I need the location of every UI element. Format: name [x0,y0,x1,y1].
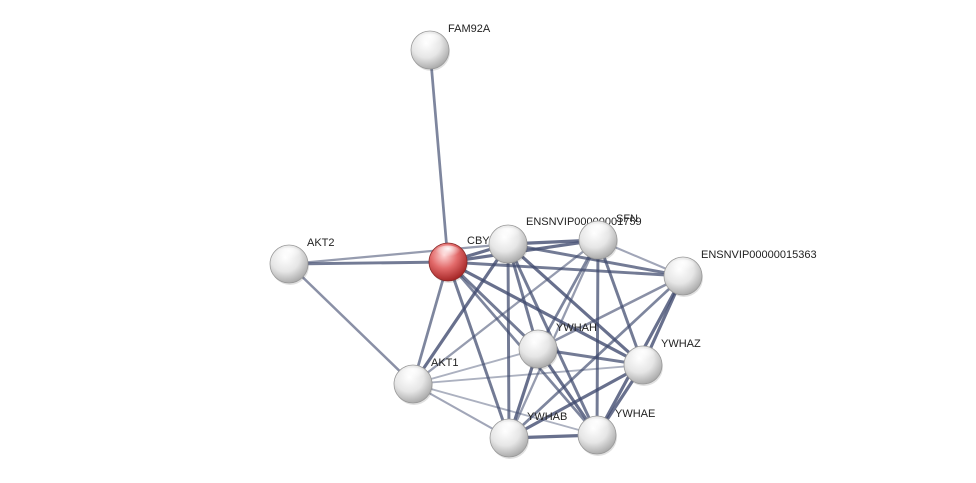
node-highlight [495,421,523,438]
edge-ensnvip_a-akt1[interactable] [411,242,510,386]
node-label: YWHAZ [661,338,701,350]
edge-cby-ywhaz[interactable] [446,260,645,367]
edge-fam92a-cby[interactable] [428,48,450,264]
node-label: ENSNVIP00000001759 [526,216,642,228]
node-label: ENSNVIP00000015363 [701,249,817,261]
edge-akt1-ywhae[interactable] [412,383,598,436]
node-ensnvip_a[interactable]: ENSNVIP00000001759 [488,216,642,265]
node-akt2[interactable]: AKT2 [269,237,335,285]
node-highlight [629,348,657,365]
node-label: SFN [616,213,638,225]
edge-ywhaz-akt1[interactable] [412,364,644,385]
node-label: AKT1 [431,357,459,369]
node-ywhae[interactable]: YWHAE [577,408,655,456]
edge-akt2-ensnvip_a[interactable] [287,242,510,266]
node-highlight [669,259,697,276]
edge-ensnvip_b-ywhah[interactable] [536,274,685,351]
node-cby[interactable]: CBY [428,235,490,283]
node-fam92a[interactable]: FAM92A [410,23,491,71]
node-label: AKT2 [307,237,335,249]
edge-sfn-ywhah[interactable] [536,238,600,351]
node-label: YWHAH [556,322,597,334]
node-highlight [275,247,303,264]
node-ywhah[interactable]: YWHAH [518,322,597,370]
edge-ensnvip_a-ensnvip_b[interactable] [506,242,685,278]
edge-ensnvip_a-ywhaz[interactable] [506,242,645,367]
node-label: YWHAE [615,408,655,420]
edge-cby-ensnvip_b[interactable] [446,260,685,278]
edge-sfn-akt1[interactable] [411,238,600,386]
edge-cby-ywhab[interactable] [446,260,511,440]
edge-sfn-ywhae[interactable] [595,238,600,437]
edge-cby-ywhah[interactable] [446,260,540,351]
node-highlight [434,245,462,262]
node-highlight [399,367,427,384]
node-highlight [416,33,444,50]
node-ywhab[interactable]: YWHAB [489,411,567,459]
node-ensnvip_b[interactable]: ENSNVIP00000015363 [663,249,817,297]
edge-akt2-akt1[interactable] [287,262,415,386]
edge-sfn-ywhaz[interactable] [596,238,645,367]
node-highlight [524,332,552,349]
node-ywhaz[interactable]: YWHAZ [623,338,701,386]
edge-ywhaz-ywhab[interactable] [507,363,645,440]
edge-ywhah-akt1[interactable] [412,348,539,385]
node-highlight [583,418,611,435]
node-akt1[interactable]: AKT1 [393,357,459,405]
node-sfn[interactable]: SFN [578,213,638,261]
node-highlight [584,223,612,240]
node-label: FAM92A [448,23,491,35]
edge-akt2-cby[interactable] [287,260,450,266]
node-highlight [494,227,522,244]
edge-cby-akt1[interactable] [411,260,450,386]
node-label: CBY [467,235,490,247]
edge-ensnvip_a-ywhab[interactable] [506,242,511,440]
node-label: YWHAB [527,411,567,423]
